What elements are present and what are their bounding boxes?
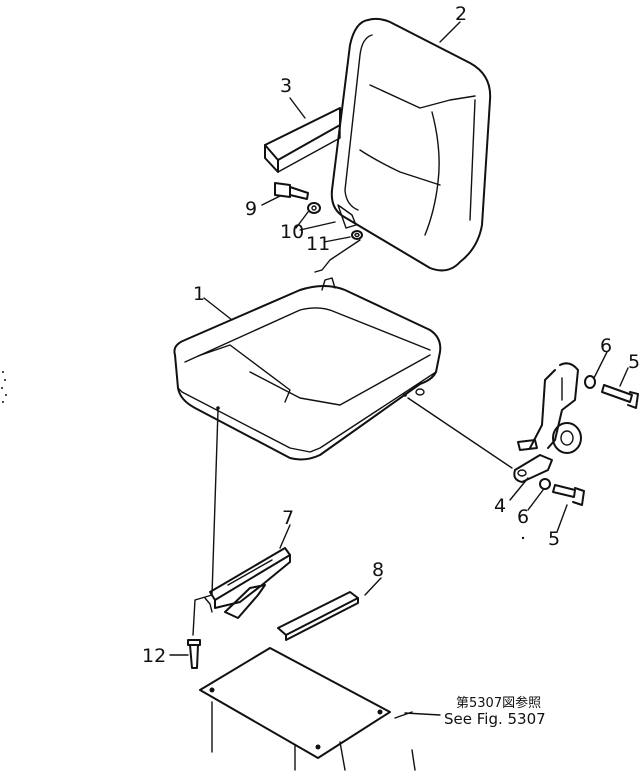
- callout-6-top: 6: [600, 335, 612, 357]
- callout-3: 3: [280, 75, 292, 97]
- recline-bracket: [513, 362, 582, 483]
- reference-note-en: See Fig. 5307: [444, 710, 546, 728]
- washer-9: [351, 230, 363, 240]
- seat-back: [330, 17, 492, 272]
- callout-6-bottom: 6: [517, 506, 529, 528]
- callout-12: 12: [142, 645, 166, 667]
- callout-9: 11: [306, 233, 330, 255]
- callout-11: 7: [282, 507, 294, 529]
- callout-7: 9: [245, 198, 257, 220]
- washer-8: [307, 202, 321, 214]
- callout-1: 1: [193, 283, 205, 305]
- base-plate: [199, 647, 416, 771]
- callout-5-top: 5: [628, 351, 640, 373]
- slide-rail-right: [277, 591, 359, 641]
- callout-2: 2: [455, 3, 467, 25]
- leader-line: [299, 221, 336, 231]
- armrest: [264, 107, 341, 173]
- bolt-5-bottom: [552, 484, 585, 506]
- reference-note-jp: 第5307図参照: [456, 695, 541, 711]
- edge-marks: [1, 371, 525, 540]
- callout-5-bottom: 5: [548, 528, 560, 550]
- callout-leaders: [169, 21, 629, 716]
- leader-line: [407, 397, 513, 469]
- seat-cushion: [173, 277, 442, 461]
- slide-rail-left: [204, 547, 291, 619]
- washer-6-top: [584, 375, 596, 389]
- bolt-12: [187, 594, 213, 669]
- leader-line: [314, 239, 361, 273]
- bolt-7: [274, 182, 309, 200]
- callout-10: 8: [372, 559, 384, 581]
- callout-8: 10: [280, 221, 304, 243]
- leader-line: [211, 409, 219, 596]
- bolt-5-top: [601, 384, 639, 409]
- callout-4: 4: [494, 495, 506, 517]
- washer-6-bottom: [539, 478, 551, 490]
